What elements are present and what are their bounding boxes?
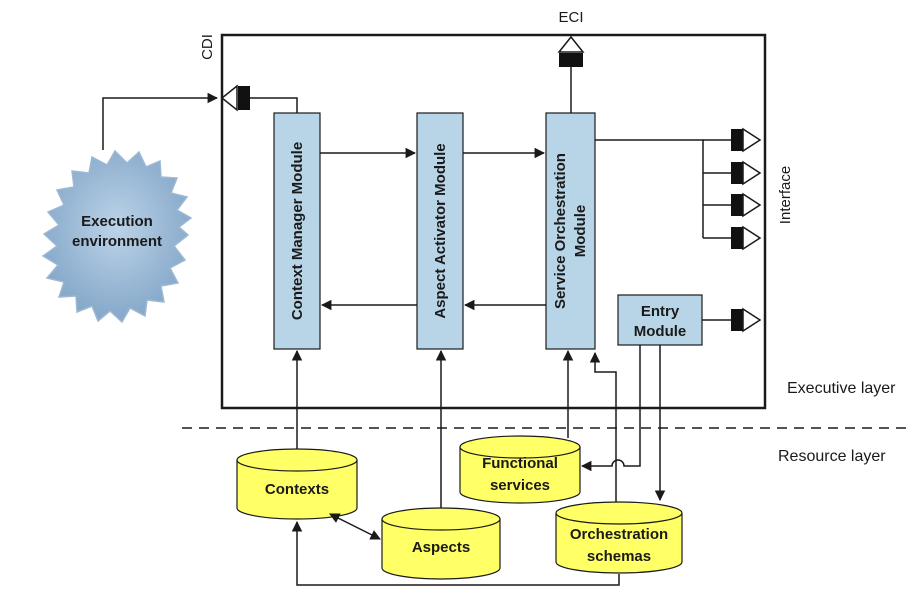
execution-environment-shape [41, 149, 193, 324]
contexts-aspects-link [329, 513, 381, 540]
entry-module-label-line2: Module [634, 323, 687, 340]
interface-port-icon [731, 192, 762, 218]
eci-label: ECI [558, 9, 583, 26]
environment-to-cdi-arrow [102, 92, 219, 150]
aspects-database-label: Aspects [412, 539, 470, 556]
cdi-to-context-manager-line [250, 97, 298, 113]
orchestration-to-interface-bus [595, 139, 704, 238]
eci-port-icon [557, 35, 585, 67]
interface-label: Interface [777, 166, 794, 224]
context-manager-module [273, 112, 321, 350]
orchestration-schemas-to-service-orchestration-arrow [589, 351, 617, 502]
orchestration-schemas-database [555, 501, 683, 574]
functional-services-database [459, 435, 581, 504]
entry-module-label-line1: Entry [641, 303, 680, 320]
service-orchestration-module [545, 112, 596, 350]
executive-layer-label: Executive layer [787, 380, 896, 397]
orchestration-schemas-database-label-line1: Orchestration [570, 526, 668, 543]
aspect-activator-module-label: Aspect Activator Module [432, 143, 449, 318]
orchestration-schemas-to-contexts-arrow [291, 520, 620, 586]
executive-layer-frame [220, 33, 767, 410]
service-orchestration-module-label-line1: Service Orchestration [552, 153, 569, 309]
resource-layer-label: Resource layer [778, 448, 886, 465]
interface-port-icon [731, 225, 762, 251]
service-orchestration-module-label-line2: Module [572, 205, 589, 258]
entry-port-icon [731, 307, 762, 333]
cdi-label: CDI [199, 34, 216, 60]
functional-services-database-label-line2: services [490, 477, 550, 494]
contexts-database [236, 448, 358, 520]
interface-port-icon [731, 160, 762, 186]
functional-services-database-label-line1: Functional [482, 455, 558, 472]
contexts-database-label: Contexts [265, 481, 329, 498]
entry-to-functional-services-arrow [580, 345, 641, 472]
orchestration-schemas-database-label-line2: schemas [587, 548, 651, 565]
cdi-port-icon [220, 84, 250, 112]
execution-environment-label-line1: Execution [81, 213, 153, 230]
interface-port-icon [731, 127, 762, 153]
execution-environment-label-line2: environment [72, 233, 162, 250]
context-manager-module-label: Context Manager Module [289, 142, 306, 320]
aspects-database [381, 507, 501, 580]
aspect-activator-module [416, 112, 464, 350]
